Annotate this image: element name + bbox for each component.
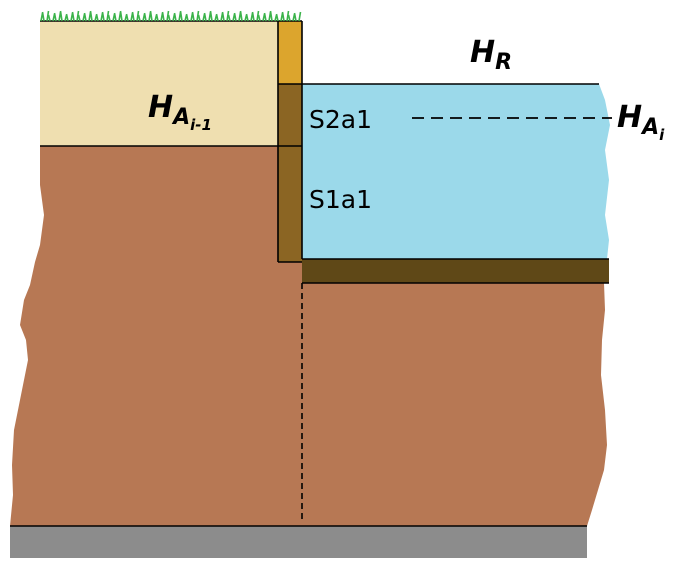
grass-blade — [83, 12, 87, 22]
label-layer-lower: S1a1 — [309, 185, 373, 214]
grass-blade — [119, 10, 123, 22]
grass-blade — [209, 10, 213, 22]
grass-blade — [298, 11, 302, 22]
grass-blade — [256, 10, 260, 22]
grass-blade — [95, 13, 99, 22]
grass-blade — [233, 12, 237, 22]
grass-blade — [239, 10, 243, 22]
grass-blade — [257, 14, 261, 22]
grass-blade — [245, 13, 249, 22]
grass-blade — [46, 10, 50, 22]
grass-blade — [113, 12, 117, 22]
bedrock-layer — [10, 526, 587, 558]
soil-body — [10, 146, 607, 526]
grass-blade — [286, 10, 290, 22]
label-h-a-i-sub: A — [642, 115, 660, 140]
grass-blade — [196, 10, 200, 22]
grass-blade — [107, 14, 111, 22]
label-h-a-i-subsub: i — [659, 126, 665, 144]
grass-blade — [76, 10, 80, 22]
grass-blade — [161, 11, 165, 22]
sheet-pile-top — [278, 21, 302, 84]
grass-blade — [185, 13, 189, 22]
grass-blade — [166, 10, 170, 22]
label-h-r: HR — [470, 35, 512, 74]
grass-blade — [173, 12, 177, 22]
label-layer-upper: S2a1 — [309, 105, 373, 134]
grass-blade — [106, 10, 110, 22]
grass-blade — [53, 12, 57, 22]
grass-blade — [251, 11, 255, 22]
upper-soil-layer — [40, 21, 278, 146]
label-h-a-i: HAi — [617, 100, 664, 143]
grass-blade — [226, 10, 230, 22]
outline-lines — [10, 20, 609, 527]
grass-blade — [59, 10, 63, 22]
grass-blade — [137, 14, 141, 22]
excavation-base — [302, 259, 609, 283]
grass-blade — [149, 10, 153, 22]
grass-blade — [131, 11, 135, 22]
grass-blade — [125, 13, 129, 22]
grass-blade — [281, 11, 285, 22]
label-h-a-i-main: H — [617, 100, 643, 135]
grass-blade — [155, 13, 159, 22]
grass-blade — [197, 14, 201, 22]
grass-blade — [215, 13, 219, 22]
grass-strip — [40, 10, 302, 22]
grass-blade — [47, 14, 51, 22]
label-h-a-prev-main: H — [148, 90, 174, 125]
grass-blade — [191, 11, 195, 22]
grass-blade — [71, 11, 75, 22]
label-h-r-main: H — [470, 35, 496, 70]
grass-blade — [143, 12, 147, 22]
grass-blade — [77, 14, 81, 22]
water-area — [302, 84, 610, 259]
sheet-pile-wall — [278, 84, 302, 262]
grass-blade — [275, 13, 279, 22]
grass-blade — [203, 12, 207, 22]
grass-blade — [263, 12, 267, 22]
grass-blade — [221, 11, 225, 22]
label-h-r-sub: R — [495, 50, 513, 75]
label-h-a-prev: HAi-1 — [148, 90, 212, 133]
label-h-a-prev-sub: A — [173, 105, 191, 130]
grass-blade — [65, 13, 69, 22]
grass-blade — [101, 11, 105, 22]
grass-blade — [179, 10, 183, 22]
grass-blade — [287, 14, 291, 22]
label-h-a-prev-subsub: i-1 — [190, 116, 212, 134]
grass-blade — [136, 10, 140, 22]
grass-blade — [293, 12, 297, 22]
grass-blade — [269, 10, 273, 22]
grass-blade — [167, 14, 171, 22]
grass-blade — [89, 10, 93, 22]
grass-blade — [41, 11, 45, 22]
grass-blade — [227, 14, 231, 22]
